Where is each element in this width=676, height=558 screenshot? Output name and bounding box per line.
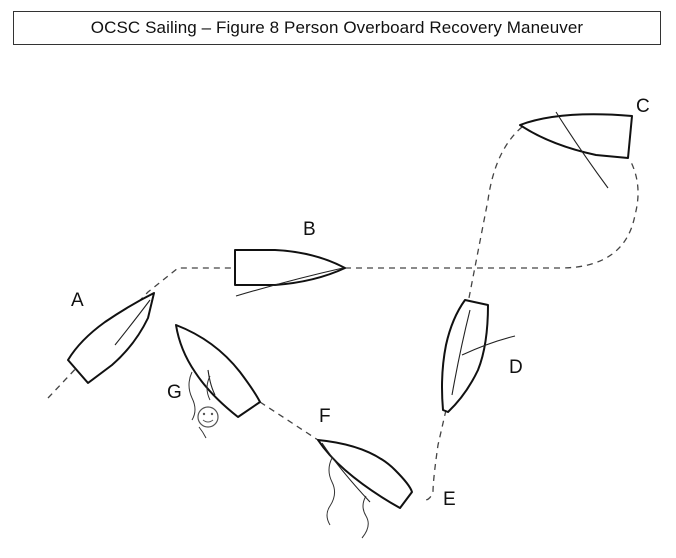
label-c: C [636, 96, 650, 117]
course-path [47, 267, 234, 399]
label-b: B [303, 219, 316, 240]
boat-d [441, 299, 516, 413]
course-path-d-to-e [424, 409, 447, 501]
boat-g [175, 324, 261, 421]
diagram-title: OCSC Sailing – Figure 8 Person Overboard… [13, 11, 661, 45]
boat-a [67, 292, 155, 384]
boat-c [519, 111, 633, 189]
person-overboard-icon [197, 406, 219, 439]
course-path-b-to-c [345, 159, 639, 269]
course-path-f-to-g [259, 401, 319, 441]
boat-f [317, 439, 413, 539]
label-f: F [319, 406, 331, 427]
label-d: D [509, 357, 523, 378]
course-path-c-to-d [467, 126, 523, 304]
label-a: A [71, 290, 84, 311]
label-e: E [443, 489, 456, 510]
boat-b [234, 249, 346, 297]
label-g: G [167, 382, 182, 403]
